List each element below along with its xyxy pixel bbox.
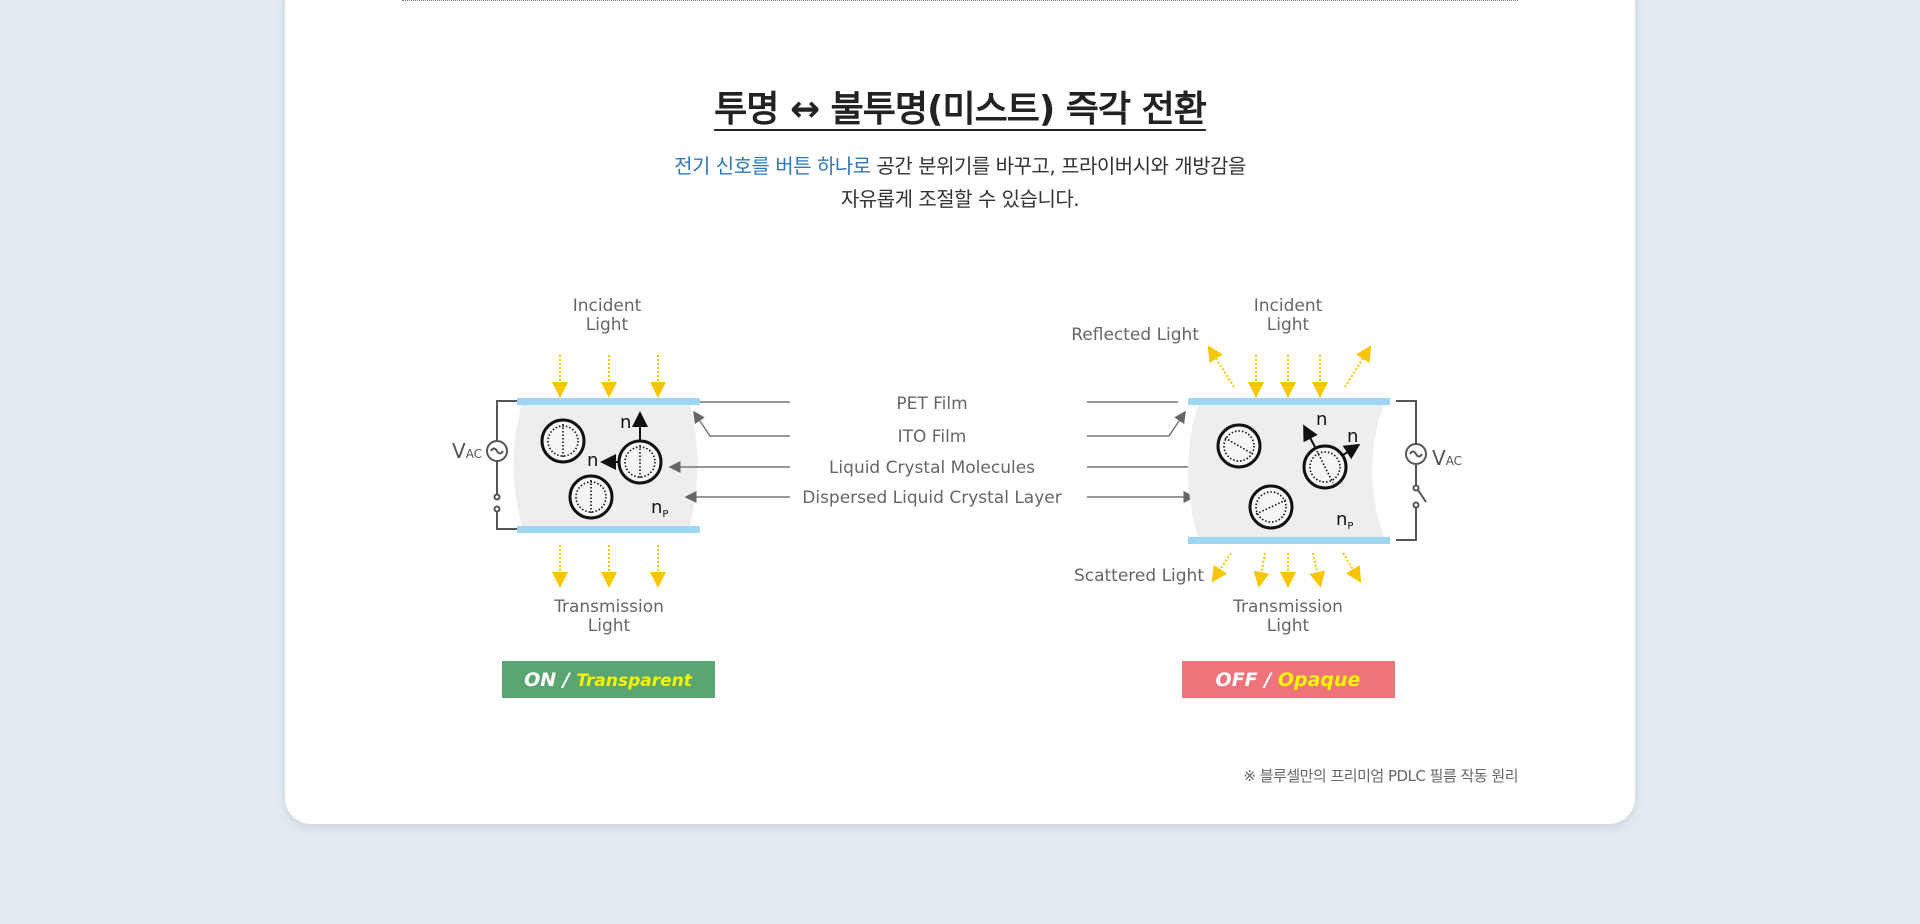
dispersed-layer-label: Dispersed Liquid Crystal Layer [802, 488, 1061, 508]
ito-film-label: ITO Film [898, 427, 967, 447]
off-state-badge [1182, 661, 1395, 698]
footnote: ※ 블루셀만의 프리미엄 PDLC 필름 작동 원리 [1243, 767, 1518, 785]
n-perp-label: n [587, 450, 598, 471]
off-state-text: OFF / Opaque [1216, 669, 1361, 691]
scattered-light-label: Scattered Light [1074, 566, 1204, 586]
n-p-label: nP [1336, 509, 1353, 532]
lc-molecules [540, 411, 663, 520]
transmission-label-2: Light [1267, 616, 1310, 636]
pet-film-bottom [1188, 537, 1390, 544]
transmission-label-1: Transmission [553, 597, 664, 617]
off-state-diagram: Incident Light Reflected Light n n nP VA… [1071, 296, 1462, 698]
n-perp-label: n [1347, 426, 1358, 447]
pet-film-top [1188, 398, 1390, 405]
dotted-divider [402, 0, 1518, 1]
pet-film-bottom [517, 526, 700, 533]
subtitle-line2: 자유롭게 조절할 수 있습니다. [840, 187, 1080, 211]
vac-label: VAC [452, 439, 482, 463]
incident-label-2: Light [586, 315, 629, 335]
reflected-light-label: Reflected Light [1071, 325, 1199, 345]
pet-film-top [517, 398, 700, 405]
transmission-light-arrows [552, 545, 666, 588]
on-state-diagram: Incident Light n n nP VAC Transmission L [452, 296, 715, 698]
transmission-label-2: Light [588, 616, 631, 636]
n-p-label: nP [651, 497, 668, 520]
incident-label-1: Incident [573, 296, 642, 316]
incident-light-arrows [552, 355, 666, 398]
vac-label: VAC [1432, 446, 1462, 470]
on-state-text: ON / Transparent [524, 669, 693, 691]
scattered-light-arrows [1211, 552, 1362, 588]
subtitle-rest: 공간 분위기를 바꾸고, 프라이버시와 개방감을 [870, 154, 1247, 178]
pet-film-label: PET Film [896, 394, 967, 414]
n-parallel-label: n [1316, 409, 1327, 430]
lc-molecules [1216, 423, 1361, 530]
incident-reflected-arrows [1207, 345, 1372, 398]
section-subtitle: 전기 신호를 버튼 하나로 공간 분위기를 바꾸고, 프라이버시와 개방감을 자… [0, 150, 1920, 216]
transmission-label-1: Transmission [1232, 597, 1343, 617]
ac-circuit [1396, 400, 1427, 541]
on-state-badge [502, 661, 715, 698]
layer-labels: PET Film ITO Film Liquid Crystal Molecul… [668, 394, 1214, 508]
n-parallel-label: n [620, 412, 631, 433]
subtitle-highlight: 전기 신호를 버튼 하나로 [674, 154, 871, 178]
incident-label-1: Incident [1254, 296, 1323, 316]
ac-circuit [486, 400, 517, 530]
section-title: 투명 ↔ 불투명(미스트) 즉각 전환 [0, 80, 1920, 132]
incident-label-2: Light [1267, 315, 1310, 335]
title-text: 투명 ↔ 불투명(미스트) 즉각 전환 [714, 89, 1207, 130]
lc-molecules-label: Liquid Crystal Molecules [829, 458, 1035, 478]
